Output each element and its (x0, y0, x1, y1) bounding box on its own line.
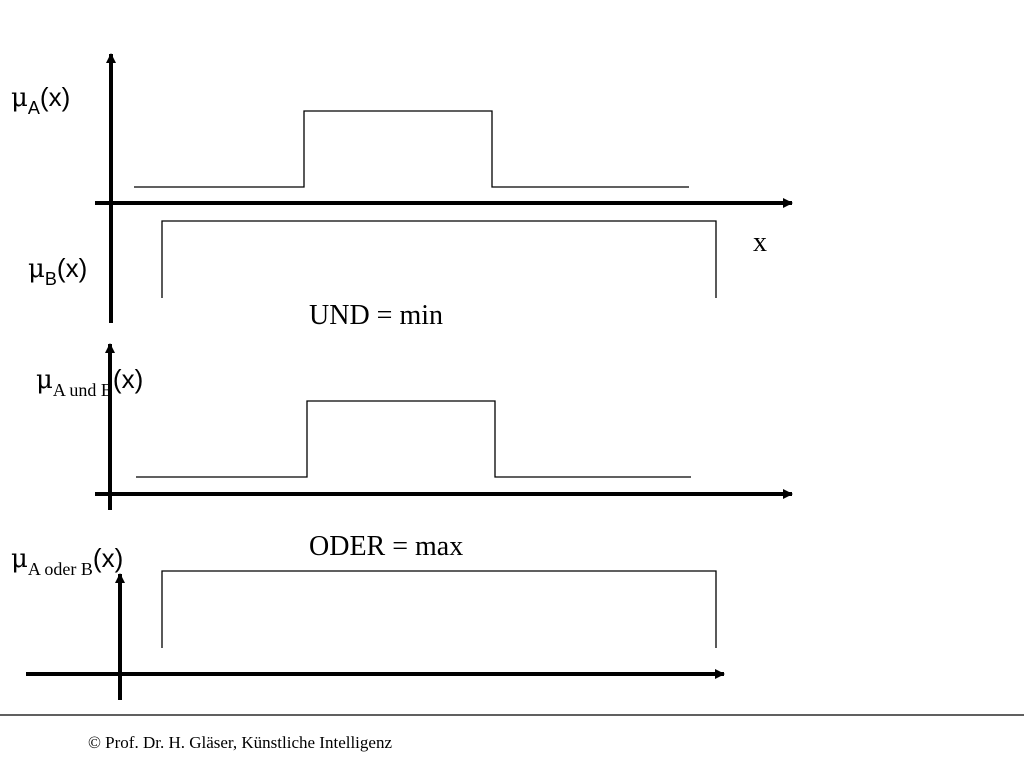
x-axis-label: x (753, 227, 767, 258)
mu-a-und-b-label: μA und B(x) (36, 364, 144, 400)
mu-b-label: μB(x) (28, 253, 88, 289)
mu-a-und-b-curve (136, 400, 691, 478)
footer-copyright: © Prof. Dr. H. Gläser, Künstliche Intell… (88, 733, 392, 752)
mu-a-oder-b-curve (161, 570, 717, 648)
mu-a-label: μA(x) (11, 82, 71, 118)
mu-a-oder-b-label: μA oder B(x) (11, 543, 124, 579)
und-rule-label: UND = min (309, 300, 444, 331)
mu-b-curve (161, 220, 717, 298)
oder-rule-label: ODER = max (309, 531, 464, 562)
mu-a-curve (134, 110, 689, 188)
